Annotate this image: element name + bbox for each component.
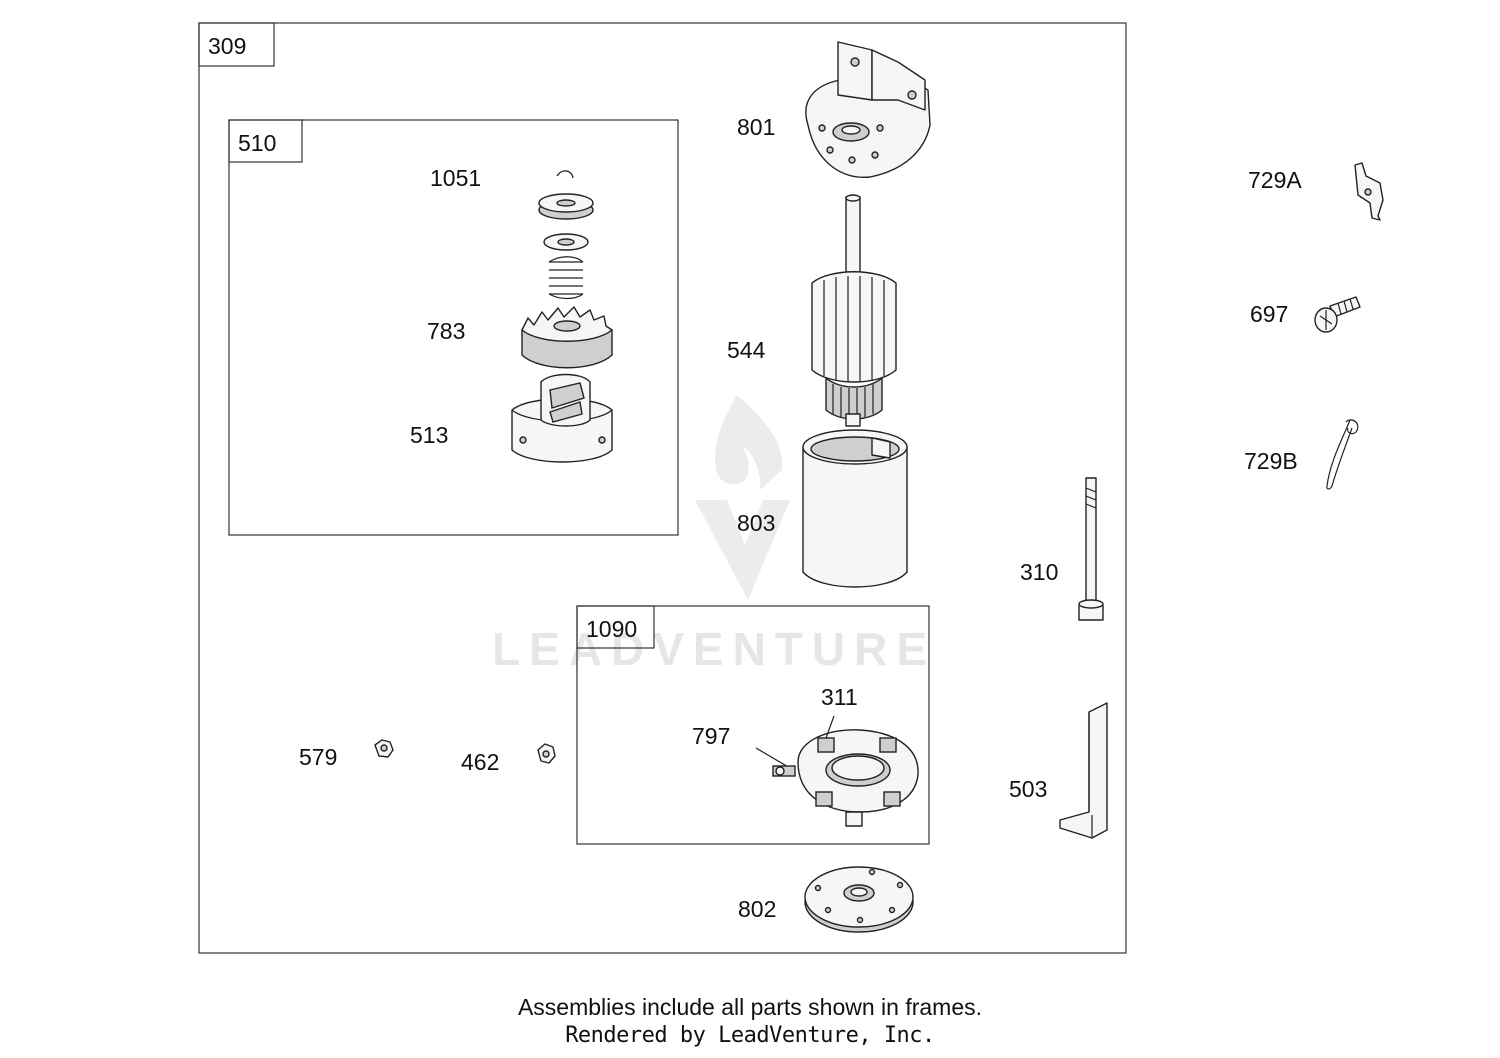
motor-housing-803-icon [802,429,908,588]
part-803-label: 803 [737,510,775,536]
drive-housing-513-icon [511,373,613,463]
part-729b-label: 729B [1244,448,1298,474]
part-503-label: 503 [1009,776,1047,802]
part-783-label: 783 [427,318,465,344]
render-credit: Rendered by LeadVenture, Inc. [565,1023,935,1048]
pinion-stack-1051-icon [538,170,594,300]
part-310-label: 310 [1020,559,1058,585]
footer: Assemblies include all parts shown in fr… [0,992,1500,1050]
part-462-label: 462 [461,749,499,775]
terminal-797-icon [755,747,796,777]
part-697-label: 697 [1250,301,1288,327]
part-544-label: 544 [727,337,766,363]
brush-plate-311-icon [797,715,919,827]
through-bolt-310-icon [1078,477,1104,621]
armature-544-icon [811,194,897,427]
frame-309-label: 309 [208,33,246,59]
nut-462-icon [537,743,556,764]
part-513-label: 513 [410,422,448,448]
assembly-note: Assemblies include all parts shown in fr… [517,994,983,1020]
clip-729a-icon [1354,162,1384,221]
screw-697-icon [1314,296,1361,333]
bracket-801-icon [805,41,931,178]
part-311-label: 311 [821,684,858,710]
frame-510: 510 [228,119,679,536]
part-801-label: 801 [737,114,775,140]
frame-1090-label: 1090 [586,616,637,642]
pinion-gear-783-icon [521,306,613,369]
frame-510-label: 510 [238,130,276,156]
part-729a-label: 729A [1248,167,1302,193]
part-579-label: 579 [299,744,337,770]
watermark-text: LEADVENTURE [492,623,936,675]
insulator-503-icon [1059,702,1108,839]
part-797-label: 797 [692,723,730,749]
end-plate-802-icon [804,866,914,933]
part-1051-label: 1051 [430,165,481,191]
nut-579-icon [374,739,394,758]
clip-729b-icon [1326,419,1359,490]
frame-309: 309 [198,22,1127,954]
leadventure-watermark: LEADVENTURE [492,395,936,675]
frame-1090: 1090 [576,605,930,845]
exploded-parts-diagram: LEADVENTURE 309 510 1090 801 [198,22,1384,954]
part-802-label: 802 [738,896,776,922]
